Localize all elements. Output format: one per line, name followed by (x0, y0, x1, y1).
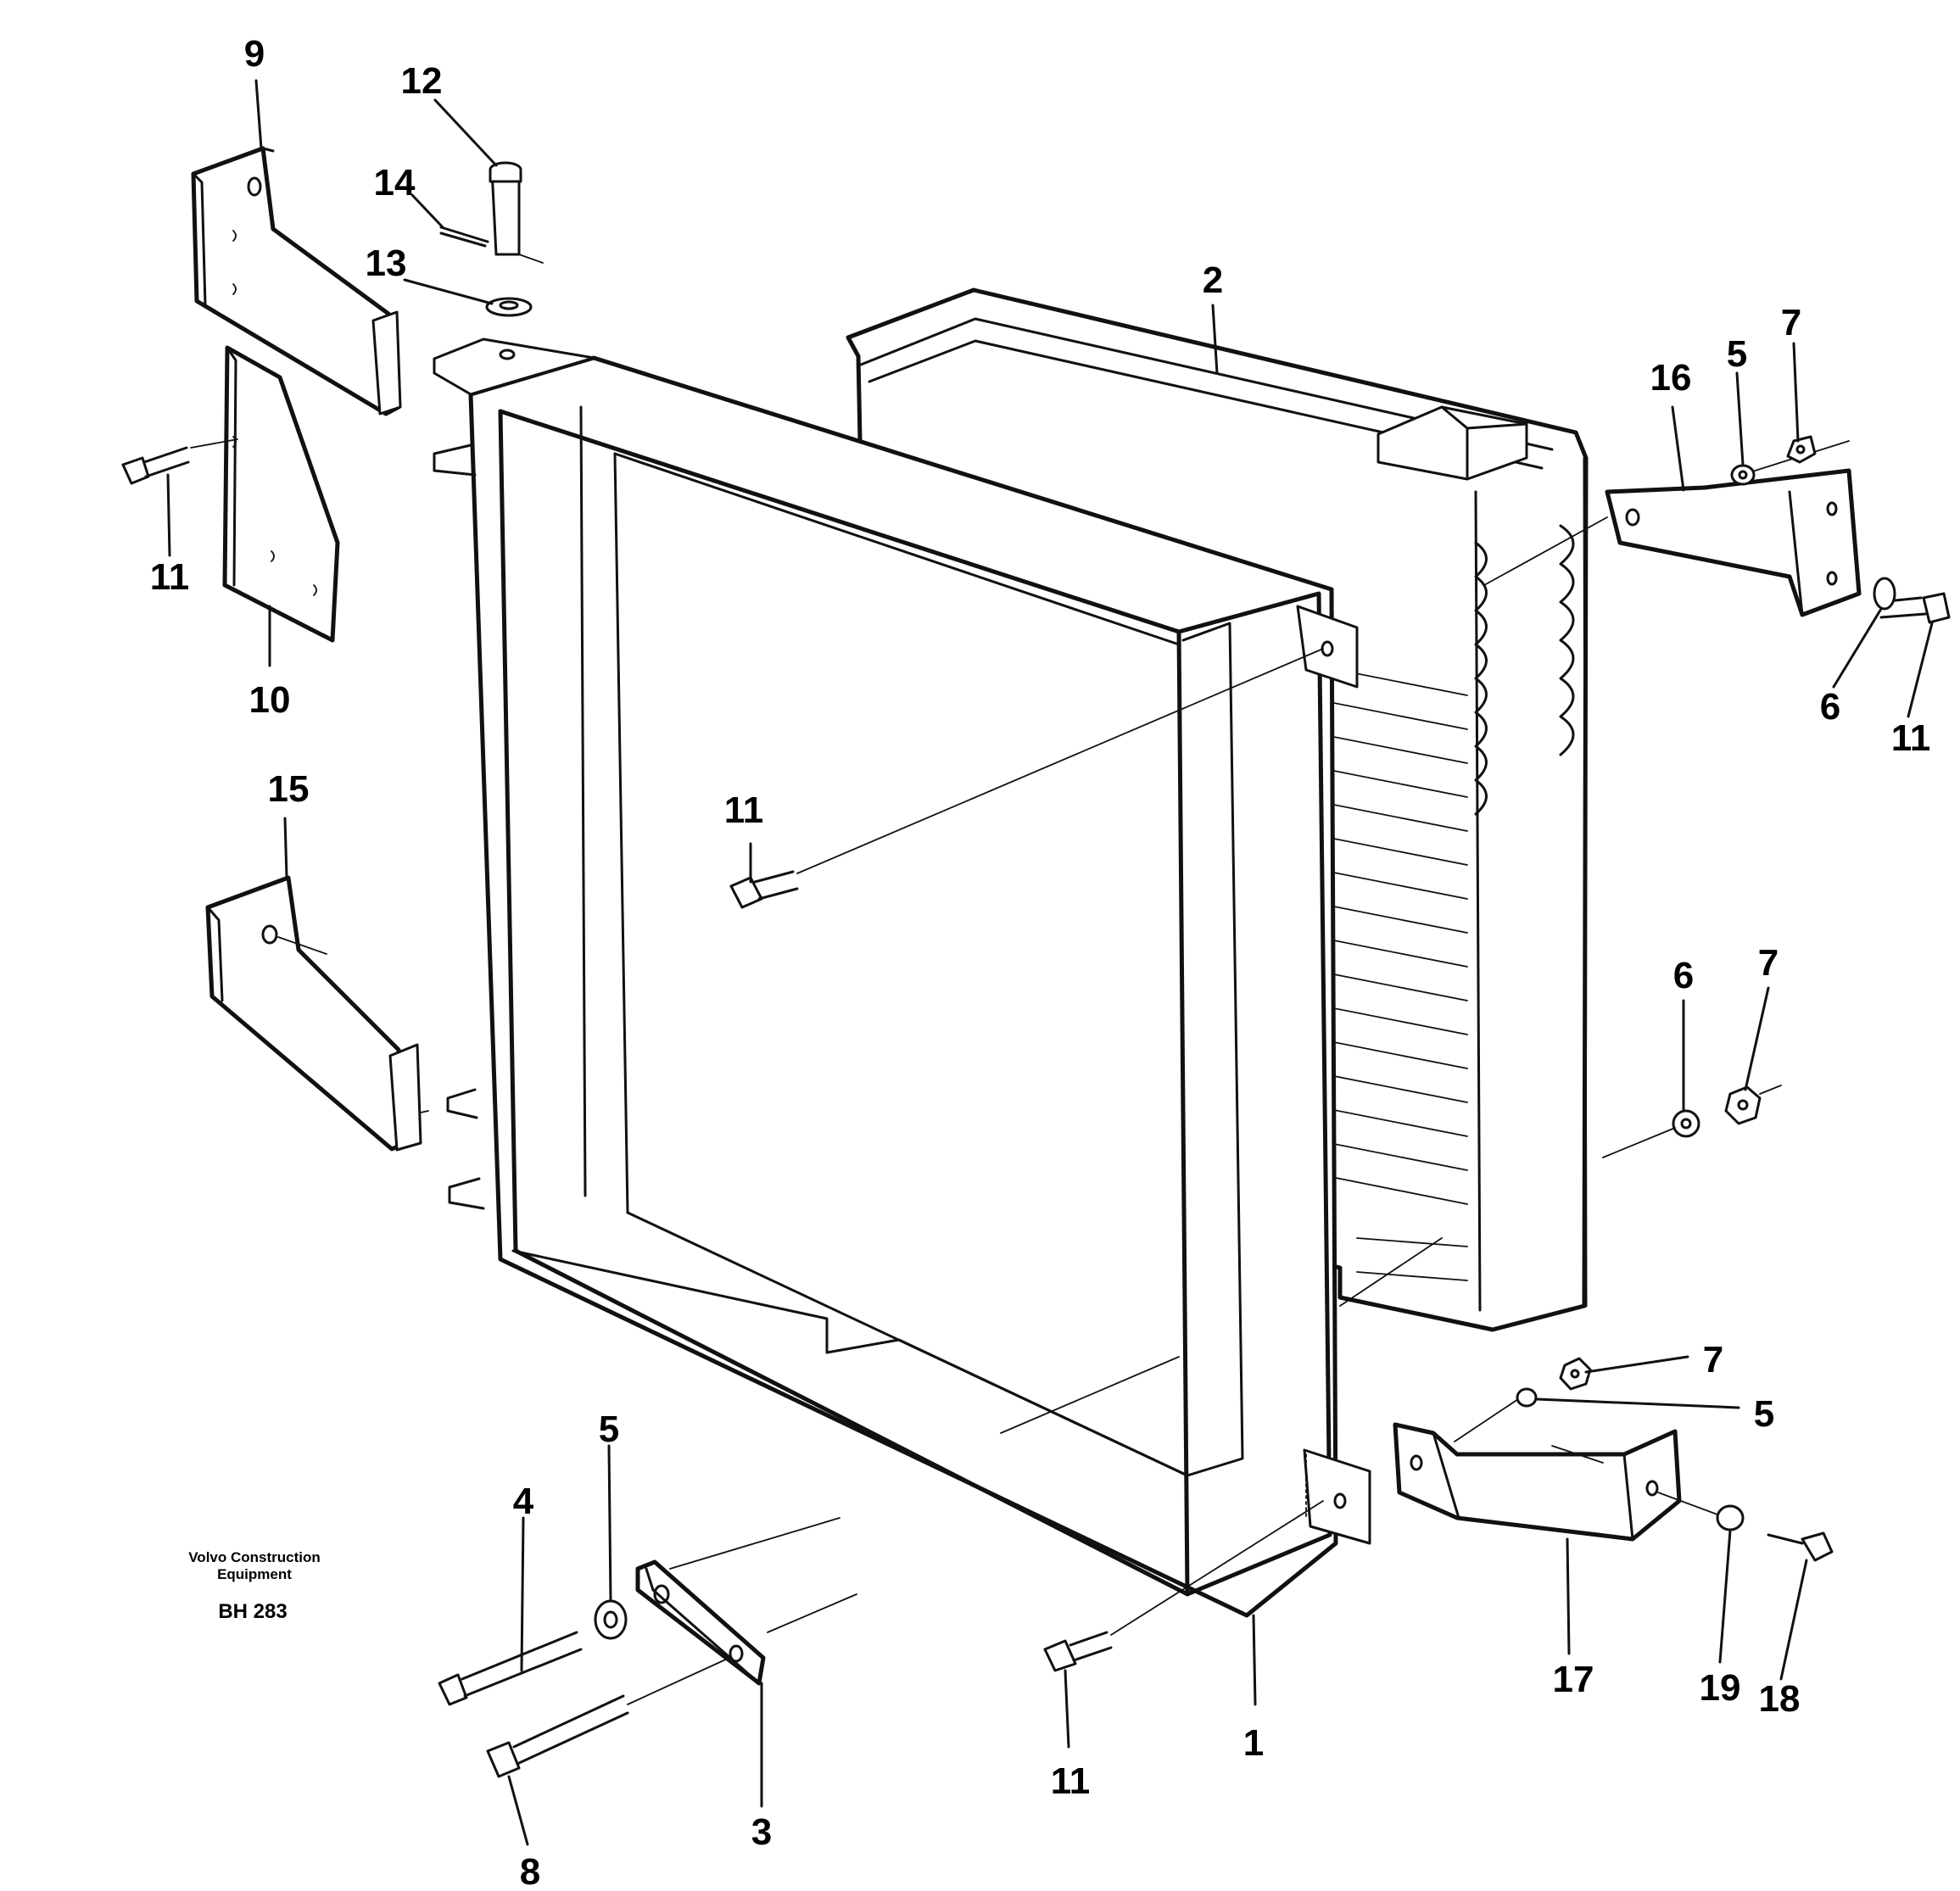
label-10: 10 (249, 679, 291, 721)
label-16: 16 (1650, 357, 1692, 399)
label-11-left: 11 (150, 556, 190, 598)
label-2: 2 (1203, 259, 1223, 301)
bolt-center (729, 648, 1324, 909)
label-7-top: 7 (1781, 302, 1801, 343)
shroud-frame (433, 337, 1443, 1618)
bolt-bottom-center (1043, 1500, 1324, 1672)
label-1: 1 (1243, 1722, 1264, 1764)
label-11-center: 11 (724, 789, 764, 831)
hinge-bracket-lower (205, 875, 429, 1152)
label-19: 19 (1700, 1667, 1741, 1709)
label-8: 8 (520, 1851, 540, 1891)
bracket-17 (1393, 1357, 1834, 1562)
plate-3-assembly (438, 1517, 857, 1778)
label-5-bottom: 5 (599, 1408, 619, 1450)
label-6-top: 6 (1820, 686, 1840, 728)
label-7-bottom: 7 (1703, 1339, 1723, 1381)
label-7-mid: 7 (1758, 942, 1779, 984)
side-plate (222, 345, 340, 643)
bolt-left (121, 438, 238, 485)
label-4: 4 (513, 1481, 534, 1522)
label-18: 18 (1759, 1678, 1801, 1720)
label-17: 17 (1553, 1659, 1594, 1700)
washer-nut-right (1602, 1085, 1782, 1158)
label-12: 12 (401, 60, 443, 102)
label-14: 14 (374, 162, 416, 204)
label-15: 15 (268, 768, 310, 810)
label-5-top: 5 (1727, 333, 1747, 375)
label-3: 3 (751, 1811, 772, 1853)
part-labels: 9 12 14 13 11 10 15 2 16 5 7 6 11 11 6 7… (150, 33, 1931, 1891)
caption-block: Volvo Construction Equipment BH 283 (188, 1549, 321, 1623)
caption-maker-line1: Volvo Construction (188, 1549, 321, 1565)
bracket-16 (1483, 435, 1896, 617)
label-5-right: 5 (1754, 1393, 1774, 1435)
pin-assembly (439, 161, 544, 317)
label-9: 9 (244, 33, 265, 75)
caption-maker-line2: Equipment (217, 1566, 292, 1582)
label-11-right: 11 (1891, 717, 1931, 759)
drawing-code: BH 283 (218, 1600, 287, 1623)
label-6-mid: 6 (1673, 955, 1694, 996)
label-11-bottom: 11 (1051, 1760, 1091, 1802)
label-13: 13 (366, 243, 407, 284)
leader-lines (166, 79, 1934, 1846)
hinge-bracket-upper (191, 146, 402, 416)
